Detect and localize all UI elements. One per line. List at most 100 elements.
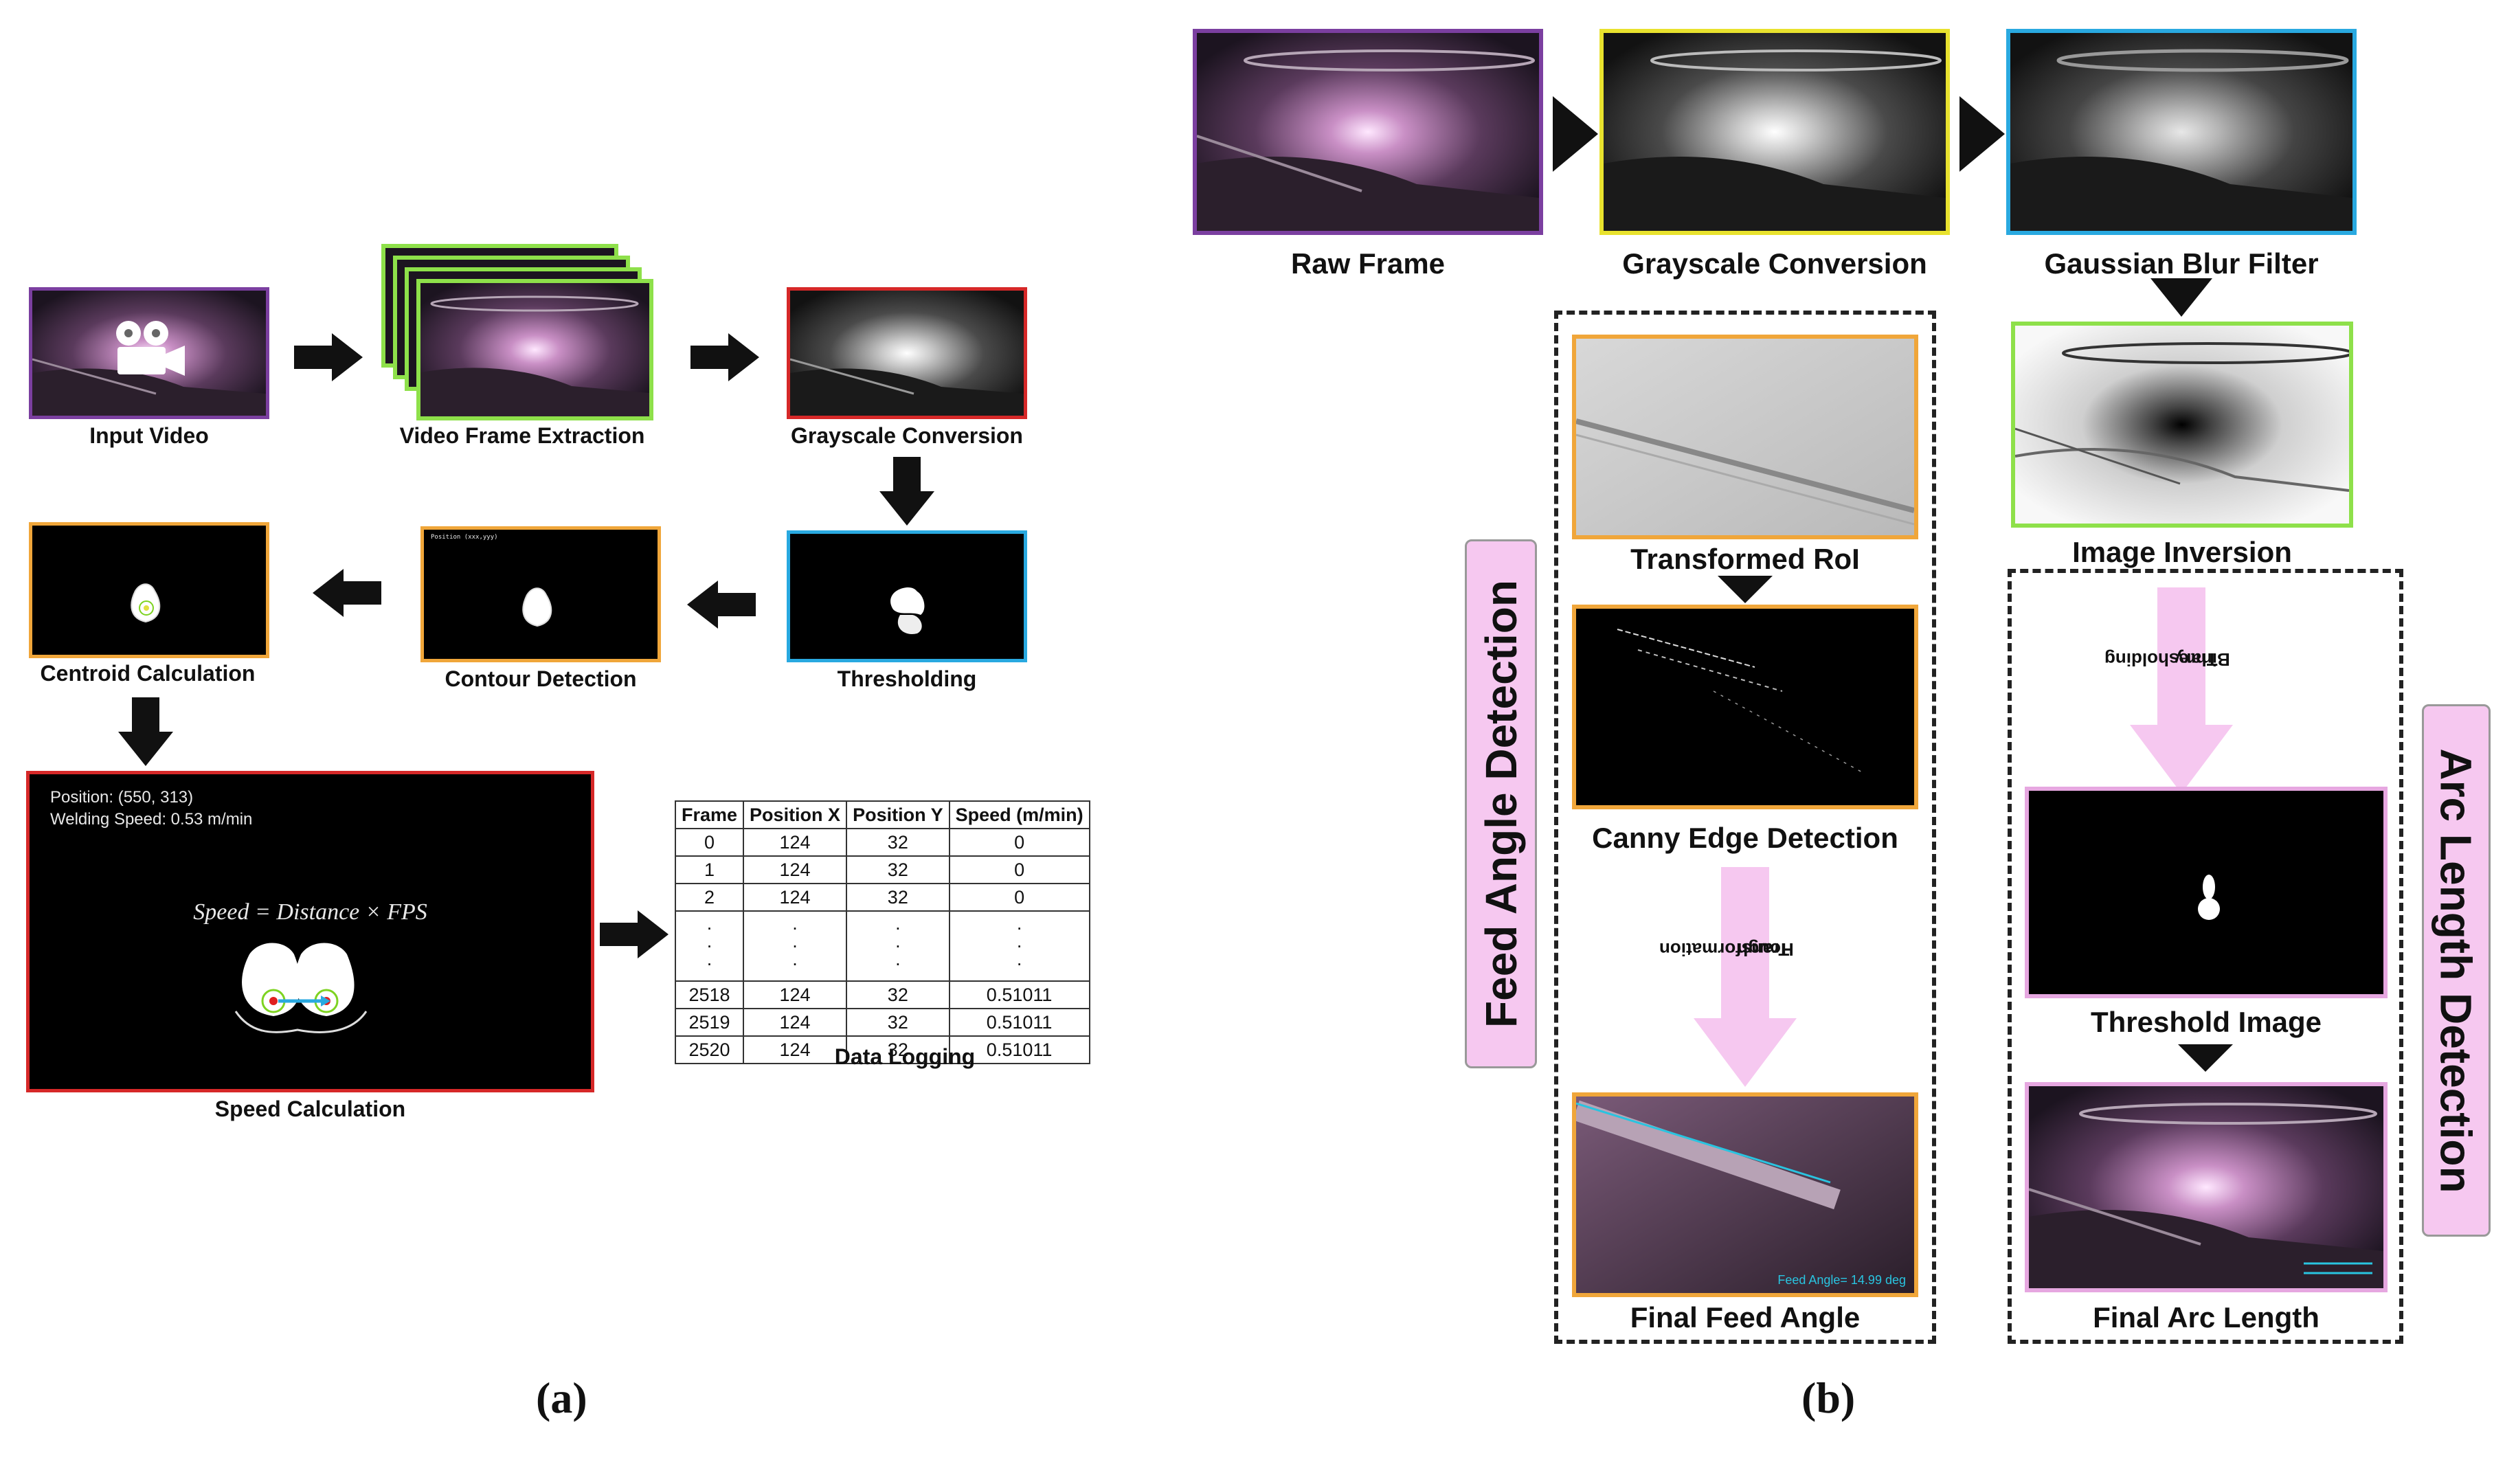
table-header-cell: Frame bbox=[674, 800, 745, 829]
table-header-cell: Position X bbox=[743, 800, 848, 829]
video-camera-icon bbox=[116, 321, 185, 376]
table-cell: ... bbox=[846, 910, 950, 982]
table-row: 2520 124 32 0.51011 bbox=[674, 1035, 1090, 1064]
grayscale-b-label: Grayscale Conversion bbox=[1622, 247, 1927, 280]
raw-frame-label: Raw Frame bbox=[1290, 247, 1446, 280]
speed-calculation-frame: Position: (550, 313) Welding Speed: 0.53… bbox=[26, 771, 594, 1092]
threshold-blob-image bbox=[790, 534, 1024, 659]
grayscale-b-thumbnail bbox=[1599, 29, 1950, 235]
data-logging-table: Frame Position X Position Y Speed (m/min… bbox=[674, 800, 1090, 1064]
data-logging-table-wrapper: Frame Position X Position Y Speed (m/min… bbox=[674, 800, 1090, 1064]
arrow-left-icon bbox=[687, 581, 756, 629]
table-cell: 124 bbox=[743, 1008, 848, 1037]
thresholding-label: Thresholding bbox=[837, 666, 977, 691]
final-arc-length-thumbnail bbox=[2025, 1082, 2388, 1292]
table-cell: 124 bbox=[743, 828, 848, 857]
threshold-spot-image bbox=[2029, 791, 2383, 994]
arrow-left-icon bbox=[313, 569, 381, 617]
pink-arrow-down-icon bbox=[1694, 867, 1797, 1087]
arc-length-detection-text: Arc Length Detection bbox=[2431, 747, 2481, 1193]
table-cell: 0.51011 bbox=[948, 980, 1090, 1009]
speed-overlay-position: Position: (550, 313) bbox=[50, 788, 194, 807]
ellipsis-dot: . bbox=[895, 931, 901, 952]
arrow-right-icon bbox=[1553, 96, 1598, 172]
grayscale-a-label: Grayscale Conversion bbox=[791, 423, 1023, 448]
raw-frame-thumbnail bbox=[1193, 29, 1543, 235]
arrow-right-icon bbox=[1959, 96, 2005, 172]
table-row: 0 124 32 0 bbox=[674, 828, 1090, 857]
image-inversion-thumbnail bbox=[2011, 322, 2353, 528]
feed-angle-image bbox=[1576, 1097, 1914, 1293]
feed-angle-dashed-group bbox=[1554, 311, 1936, 1344]
arrow-right-icon bbox=[600, 910, 669, 958]
final-arc-length-label: Final Arc Length bbox=[2093, 1301, 2320, 1334]
arrow-right-icon bbox=[690, 333, 759, 381]
table-header-cell: Position Y bbox=[846, 800, 950, 829]
blurred-frame-image bbox=[2010, 33, 2352, 231]
table-cell: 2519 bbox=[674, 1008, 745, 1037]
table-cell: 0 bbox=[674, 828, 745, 857]
centroid-calculation-thumbnail bbox=[29, 522, 269, 658]
grayscale-frame-image bbox=[1604, 33, 1946, 231]
table-header-row: Frame Position X Position Y Speed (m/min… bbox=[674, 800, 1090, 829]
ellipsis-dot: . bbox=[706, 949, 712, 969]
grayscale-a-thumbnail bbox=[787, 287, 1027, 419]
frame-extraction-label: Video Frame Extraction bbox=[399, 423, 645, 448]
pink-arrow-down-icon bbox=[2130, 587, 2233, 794]
centroid-image bbox=[131, 583, 161, 623]
table-cell: 124 bbox=[743, 883, 848, 912]
arrow-right-icon bbox=[294, 333, 363, 381]
threshold-image-label: Threshold Image bbox=[2090, 1006, 2322, 1038]
arrow-down-icon bbox=[879, 457, 934, 526]
table-cell: 32 bbox=[846, 855, 950, 884]
roi-image bbox=[1576, 339, 1914, 535]
arrow-down-icon bbox=[2150, 278, 2212, 317]
ellipsis-dot: . bbox=[706, 913, 712, 934]
weld-frame-image bbox=[1197, 33, 1539, 231]
panel-b-tag: (b) bbox=[1801, 1373, 1856, 1422]
arc-length-dashed-group bbox=[2008, 569, 2403, 1344]
data-logging-label: Data Logging bbox=[834, 1044, 976, 1069]
thresholding-thumbnail bbox=[787, 530, 1027, 662]
arc-length-detection-badge: Arc Length Detection bbox=[2422, 704, 2491, 1237]
weld-frame-image bbox=[2029, 1086, 2383, 1288]
arrow-down-icon bbox=[1718, 576, 1773, 603]
weld-frame-image bbox=[32, 291, 266, 416]
table-cell: 32 bbox=[846, 1008, 950, 1037]
ellipsis-dot: . bbox=[895, 949, 901, 969]
table-cell: 32 bbox=[846, 828, 950, 857]
speed-calculation-label: Speed Calculation bbox=[214, 1097, 406, 1121]
arrow-down-icon bbox=[2178, 1044, 2233, 1072]
table-cell: 32 bbox=[846, 980, 950, 1009]
threshold-image-thumbnail bbox=[2025, 787, 2388, 998]
table-cell: 0 bbox=[948, 855, 1090, 884]
contour-image bbox=[522, 587, 552, 627]
speed-overlay-welding: Welding Speed: 0.53 m/min bbox=[50, 810, 253, 829]
table-cell: 2520 bbox=[674, 1035, 745, 1064]
table-cell: 124 bbox=[743, 980, 848, 1009]
table-cell: 0 bbox=[948, 828, 1090, 857]
input-video-thumbnail bbox=[29, 287, 269, 419]
gaussian-blur-label: Gaussian Blur Filter bbox=[2044, 247, 2319, 280]
speed-formula: Speed = Distance × FPS bbox=[193, 899, 427, 925]
table-cell: 0 bbox=[948, 883, 1090, 912]
frame-stack-front bbox=[416, 279, 653, 420]
table-cell: ... bbox=[948, 910, 1090, 982]
input-video-label: Input Video bbox=[89, 423, 209, 448]
gaussian-blur-thumbnail bbox=[2006, 29, 2357, 235]
final-feed-angle-label: Final Feed Angle bbox=[1630, 1301, 1861, 1334]
table-cell: 124 bbox=[743, 1035, 848, 1064]
ellipsis-dot: . bbox=[792, 913, 798, 934]
edge-image bbox=[1576, 609, 1914, 805]
centroid-calculation-label: Centroid Calculation bbox=[40, 661, 256, 686]
final-feed-angle-thumbnail: Feed Angle= 14.99 deg bbox=[1572, 1092, 1918, 1297]
feed-angle-overlay: Feed Angle= 14.99 deg bbox=[1777, 1273, 1906, 1287]
ellipsis-dot: . bbox=[1016, 931, 1022, 952]
panel-a-tag: (a) bbox=[536, 1373, 587, 1422]
ellipsis-dot: . bbox=[706, 931, 712, 952]
hough-line-2: Transformation bbox=[1659, 939, 1790, 960]
image-inversion-label: Image Inversion bbox=[2072, 536, 2292, 568]
ellipsis-dot: . bbox=[895, 913, 901, 934]
table-row: 2518 124 32 0.51011 bbox=[674, 980, 1090, 1009]
table-cell: ... bbox=[674, 910, 745, 982]
